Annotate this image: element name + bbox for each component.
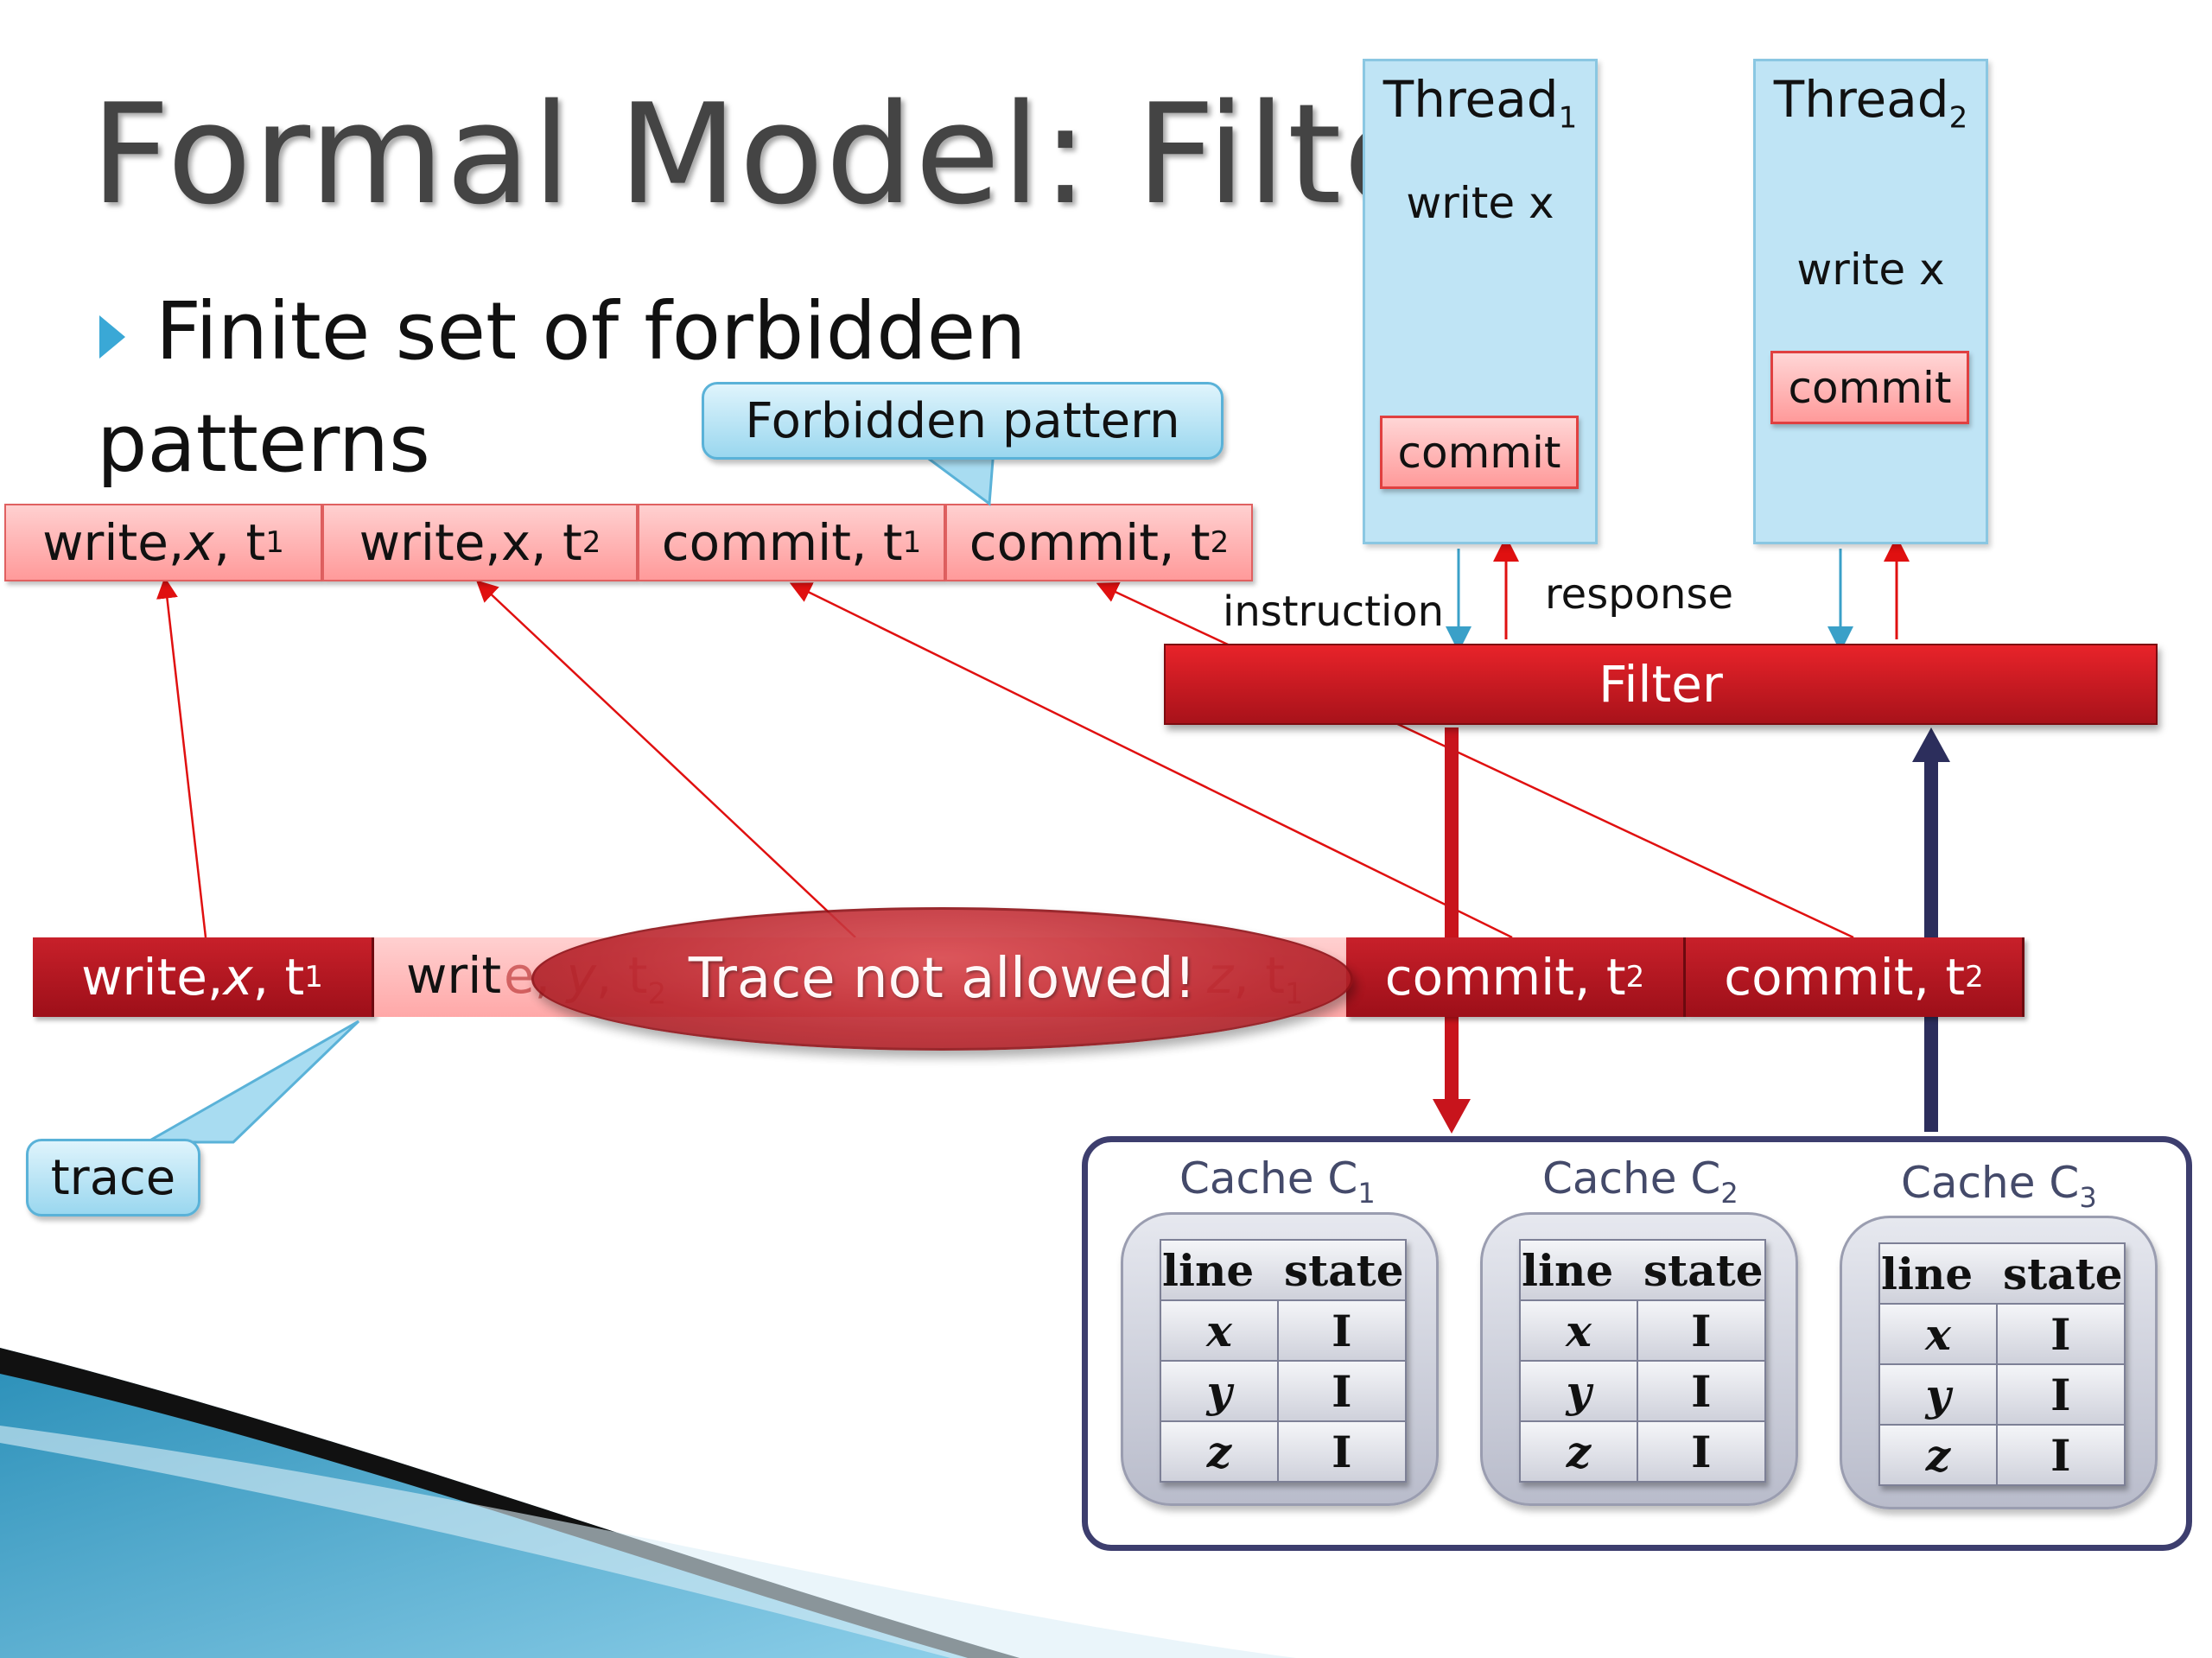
instruction-label: instruction <box>1223 588 1445 636</box>
cache-3-label: Cache C3 <box>1901 1158 2097 1214</box>
bullet-icon <box>99 315 125 359</box>
bullet-line-2: patterns <box>97 397 430 490</box>
cache-1-label: Cache C1 <box>1179 1153 1376 1210</box>
page-title: Formal Model: Filter <box>91 73 1489 235</box>
bullet-line-1: Finite set of forbidden <box>156 285 1027 378</box>
forbidden-pattern-callout: Forbidden pattern <box>702 382 1224 460</box>
thread-1-commit: commit <box>1380 416 1579 489</box>
corner-swoosh <box>0 1348 1296 1658</box>
forbidden-callout-pointer <box>913 449 995 506</box>
thread-2-commit: commit <box>1770 351 1969 424</box>
thread-1: Thread1 write x commit <box>1363 59 1598 544</box>
trace-callout: trace <box>26 1139 200 1217</box>
trace-callout-pointer <box>142 1020 360 1144</box>
response-label: response <box>1545 570 1734 619</box>
cache-2-label: Cache C2 <box>1542 1153 1738 1210</box>
thread-2: Thread2 write x commit <box>1753 59 1988 544</box>
filter-bar: Filter <box>1164 644 2158 725</box>
trace-cell-2-partial: writ <box>406 946 502 1005</box>
trace-not-allowed-badge: Trace not allowed! <box>531 907 1353 1051</box>
